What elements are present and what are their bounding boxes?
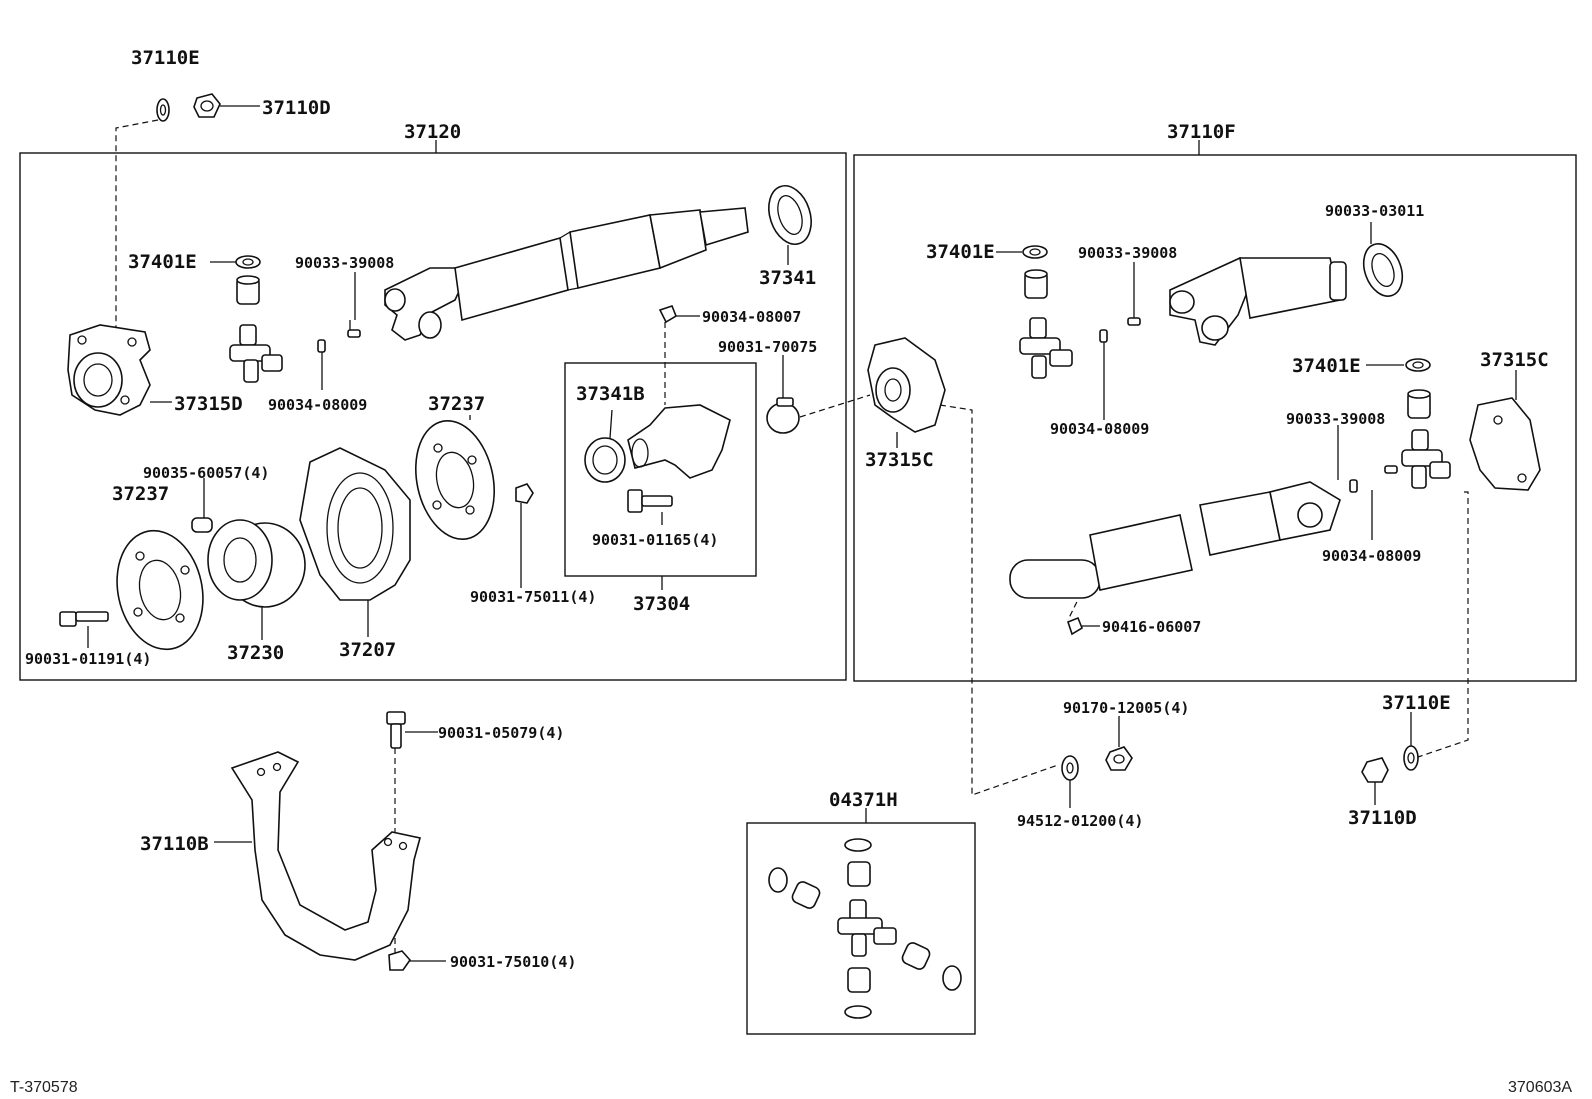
label-37207: 37207 (339, 639, 396, 661)
ring-90033-03011 (1362, 243, 1404, 297)
bolt-90031-01191 (59, 611, 109, 627)
leader-lines (87, 105, 1517, 962)
label-90033-03011: 90033-03011 (1325, 202, 1424, 220)
label-37110d-top: 37110D (262, 97, 331, 119)
footer-left-code: T-370578 (10, 1079, 78, 1096)
label-90033-39008-right2: 90033-39008 (1286, 410, 1385, 428)
label-90034-08009-right-mid: 90034-08009 (1050, 420, 1149, 438)
nut-90170-12005 (1105, 746, 1133, 771)
label-37110e-top: 37110E (131, 47, 200, 69)
label-90031-01191: 90031-01191(4) (25, 650, 151, 668)
label-37401e-right: 37401E (926, 241, 995, 263)
label-37315c-mid: 37315C (865, 449, 934, 471)
bolt-90031-70075 (766, 397, 800, 434)
label-90031-75010: 90031-75010(4) (450, 953, 576, 971)
yoke-37315c-right (1469, 397, 1541, 491)
label-37304: 37304 (633, 593, 690, 615)
flange-yoke-37315d (67, 324, 151, 416)
subassembly-37304-frame (564, 362, 757, 590)
nut-37110d-top (193, 93, 221, 118)
kit-04371h-parts (768, 838, 962, 1019)
label-90035-60057: 90035-60057(4) (143, 464, 269, 482)
label-37110e-bottom: 37110E (1382, 692, 1451, 714)
grease-fitting-left (317, 320, 361, 353)
washer-94512-01200 (1061, 755, 1079, 781)
label-37401e-right2: 37401E (1292, 355, 1361, 377)
nut-37110d-bottom (1361, 757, 1389, 783)
label-90034-08007: 90034-08007 (702, 308, 801, 326)
bolt-90031-75011 (515, 483, 534, 504)
bolt-90031-01165 (627, 489, 673, 513)
plate-37237-top (414, 419, 496, 541)
label-37120: 37120 (404, 121, 461, 143)
propeller-shaft-37110f-upper (1169, 256, 1347, 346)
label-94512-01200: 94512-01200(4) (1017, 812, 1143, 830)
label-37230: 37230 (227, 642, 284, 664)
propeller-shaft-37120 (384, 207, 749, 341)
left-frame (19, 140, 847, 681)
label-37341b: 37341B (576, 383, 645, 405)
grease-fittings-right (1099, 317, 1141, 343)
bearing-cap-37401e-left (235, 255, 261, 305)
label-90031-75011: 90031-75011(4) (470, 588, 596, 606)
universal-joint-spider-right (1019, 317, 1073, 379)
grease-fitting-90034-08007 (658, 305, 677, 324)
center-bearing-37230 (207, 519, 306, 608)
label-37237-left: 37237 (112, 483, 169, 505)
label-37315c-right: 37315C (1480, 349, 1549, 371)
part-number-labels: 37120 37110F 37304 04371H 37110E 37110D … (25, 47, 1549, 971)
washer-37110e-top (156, 98, 170, 122)
label-37401e-left: 37401E (128, 251, 197, 273)
flange-yoke-37315c-mid (867, 337, 946, 433)
label-37341: 37341 (759, 267, 816, 289)
nut-90031-75010 (388, 950, 412, 971)
footer-right-code: 370603A (1508, 1079, 1572, 1096)
right-frame (853, 140, 1577, 682)
bearing-cap-37401e-right (1022, 245, 1048, 299)
label-37315d: 37315D (174, 393, 243, 415)
label-90031-05079: 90031-05079(4) (438, 724, 564, 742)
label-04371h: 04371H (829, 789, 898, 811)
bearing-cap-37401e-right2 (1405, 358, 1431, 419)
oil-seal-37341b (584, 437, 626, 483)
dowel-pin-90035-60057 (191, 517, 213, 533)
label-37110b: 37110B (140, 833, 209, 855)
label-90416-06007: 90416-06007 (1102, 618, 1201, 636)
flange-37304 (627, 404, 731, 479)
propeller-shaft-37110f-lower (1009, 481, 1341, 599)
bolt-90031-05079 (386, 711, 406, 749)
label-37110f: 37110F (1167, 121, 1236, 143)
plate-37237-left (116, 529, 204, 651)
label-90031-70075: 90031-70075 (718, 338, 817, 356)
universal-joint-spider-left (229, 324, 283, 383)
label-90033-39008-right-top: 90033-39008 (1078, 244, 1177, 262)
fitting-90416-06007 (1067, 616, 1083, 636)
label-90170-12005: 90170-12005(4) (1063, 699, 1189, 717)
kit-04371h-frame (746, 808, 976, 1035)
washer-37110e-bottom (1403, 745, 1419, 771)
label-90033-39008-left: 90033-39008 (295, 254, 394, 272)
label-90034-08009-right2: 90034-08009 (1322, 547, 1421, 565)
label-37237-top: 37237 (428, 393, 485, 415)
universal-joint-spider-right2 (1349, 429, 1451, 493)
oil-seal-37341 (768, 185, 812, 245)
label-90031-01165: 90031-01165(4) (592, 531, 718, 549)
cushion-37207 (299, 447, 411, 601)
label-37110d-bottom: 37110D (1348, 807, 1417, 829)
bracket-37110b (230, 751, 421, 961)
label-90034-08009-left: 90034-08009 (268, 396, 367, 414)
